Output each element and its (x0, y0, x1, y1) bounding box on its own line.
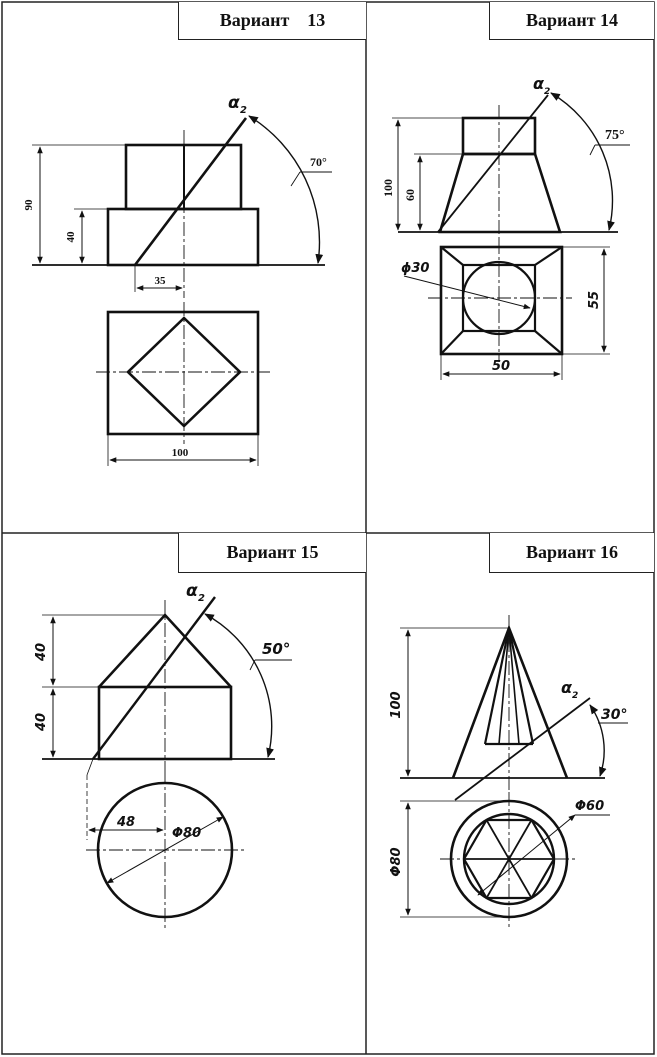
v16-front-view (451, 624, 569, 779)
v13-alpha-sub: 2 (240, 105, 247, 116)
v16-alpha-label: α (561, 678, 573, 697)
v15-alpha-sub: 2 (198, 593, 205, 604)
v13-cutting-plane (133, 117, 248, 266)
variant-14-labels: 100 60 ϕ30 55 50 75° α 2 (381, 74, 625, 374)
variant-15-title: Вариант 15 (178, 533, 366, 573)
variant-16-title: Вариант 16 (489, 533, 654, 573)
v14-top-view (439, 245, 564, 356)
v14-dim-diameter: ϕ30 (401, 261, 429, 276)
variant-13-title: Вариант 13 (178, 2, 366, 40)
v15-dim-offset: 48 (116, 815, 135, 830)
v15-dim-height-lower: 40 (34, 713, 49, 732)
v16-cutting-plane (454, 697, 591, 801)
v13-dim-height-total: 90 (23, 199, 35, 211)
v13-angle-label: 70° (310, 155, 327, 169)
v13-alpha-label: α (228, 93, 240, 113)
v14-dim-depth: 55 (587, 291, 602, 309)
variant-14-drawing (392, 92, 630, 380)
v15-cutting-plane (92, 596, 216, 760)
v13-top-view (106, 310, 260, 436)
v13-dim-height-lower: 40 (65, 231, 77, 243)
variant-13-labels: 90 40 35 100 70° α 2 (23, 93, 327, 459)
v14-dim-height-total: 100 (381, 179, 395, 197)
v16-alpha-sub: 2 (572, 691, 578, 701)
v13-dim-width: 100 (172, 447, 189, 459)
v16-dim-diameter-inner: Φ60 (575, 799, 604, 814)
v16-angle-label: 30° (601, 707, 627, 723)
variant-13-drawing (32, 115, 332, 466)
v15-dim-diameter: Φ80 (172, 826, 201, 841)
v14-dim-height-lower: 60 (403, 189, 417, 201)
v13-front-view (106, 143, 260, 267)
variant-16-labels: 100 Φ60 Φ80 30° α 2 (389, 678, 627, 877)
v14-front-view (438, 116, 562, 234)
v14-cutting-plane (437, 94, 549, 233)
variant-16-drawing (400, 615, 628, 928)
v13-dim-offset: 35 (155, 275, 167, 287)
variant-15-labels: 40 40 48 Φ80 50° α 2 (34, 581, 290, 841)
v14-alpha-sub: 2 (544, 87, 550, 97)
v15-alpha-label: α (186, 581, 198, 601)
v14-alpha-label: α (533, 74, 545, 93)
v15-diameter-line (106, 816, 224, 884)
v14-angle-label: 75° (605, 128, 625, 143)
v15-dim-height-upper: 40 (34, 643, 49, 662)
variant-14-title: Вариант 14 (489, 2, 654, 40)
variant-15-drawing (42, 596, 292, 928)
v15-angle-label: 50° (262, 640, 290, 658)
v14-dim-width: 50 (492, 359, 510, 374)
v16-dim-diameter-outer: Φ80 (389, 847, 404, 876)
v16-dim-height: 100 (389, 691, 404, 718)
